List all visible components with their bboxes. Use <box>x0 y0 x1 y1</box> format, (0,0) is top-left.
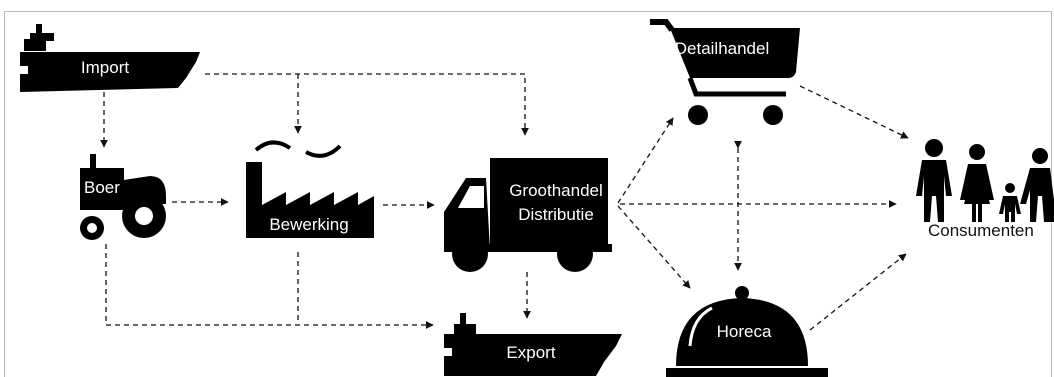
truck-icon <box>444 158 612 272</box>
consumenten-label: Consumenten <box>928 221 1034 240</box>
tractor-icon <box>80 154 166 240</box>
factory-icon <box>246 140 374 238</box>
import-label: Import <box>81 58 129 77</box>
arrow-horeca-to-consumenten <box>809 253 907 331</box>
groothandel-label-line2: Distributie <box>518 205 594 224</box>
arrow-import-to-groothandel <box>205 73 529 136</box>
arrow-groothandel-to-horeca <box>617 205 691 289</box>
ship-icon <box>20 24 200 92</box>
horeca-label: Horeca <box>717 322 772 341</box>
boer-label: Boer <box>84 178 120 197</box>
ship-icon <box>444 313 622 376</box>
export-label: Export <box>506 343 555 362</box>
groothandel-label-line1: Groothandel <box>509 181 603 200</box>
shopping-cart-icon <box>650 19 800 125</box>
bewerking-label: Bewerking <box>269 215 348 234</box>
detailhandel-label: Detailhandel <box>675 39 770 58</box>
family-icon <box>916 139 1054 222</box>
arrow-groothandel-to-detailhandel <box>617 117 674 204</box>
arrow-detailhandel-to-consumenten <box>799 85 909 139</box>
flow-arrows <box>100 73 909 331</box>
arrow-boer-to-export <box>105 244 434 329</box>
cloche-icon <box>666 286 828 377</box>
